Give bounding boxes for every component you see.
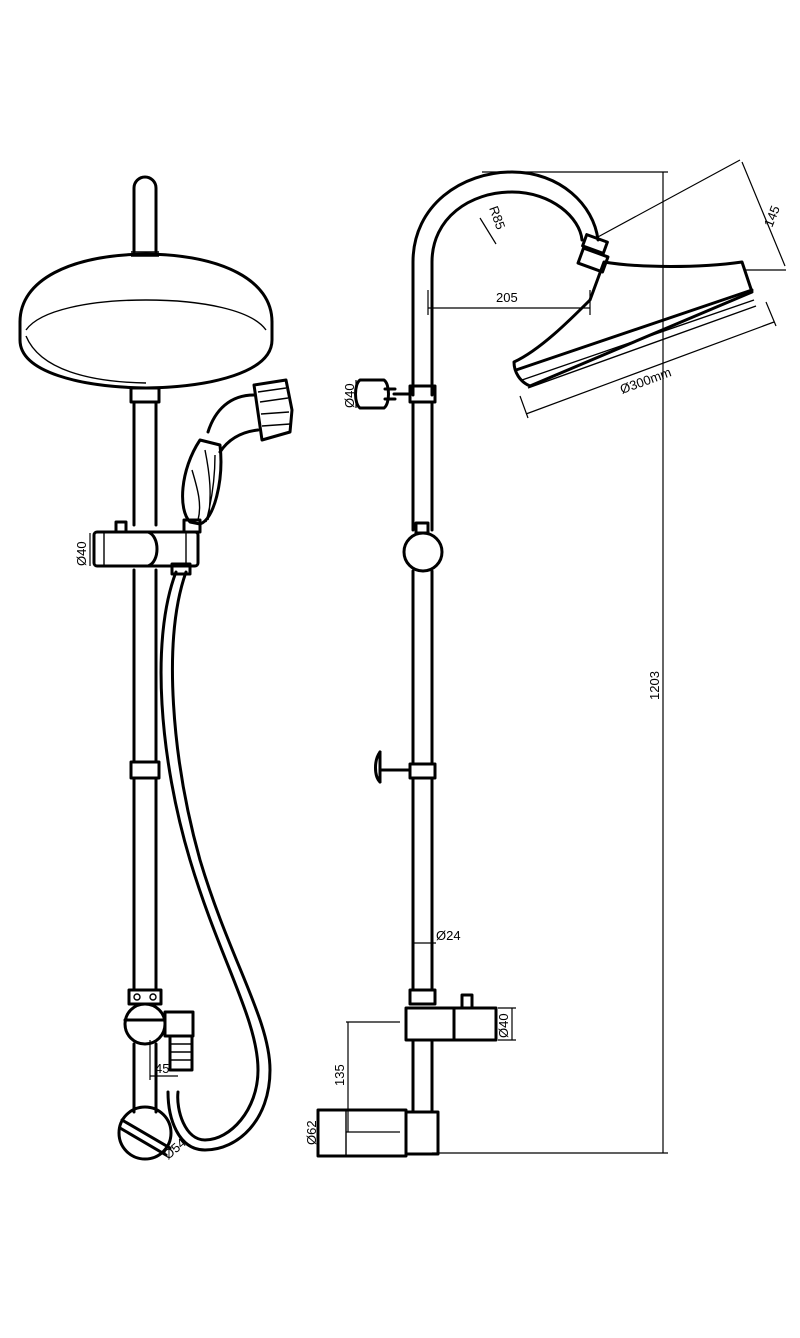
- side-inlet-dia-label: Ø62: [304, 1120, 319, 1145]
- front-base-dia-label: Ø54: [160, 1135, 188, 1162]
- side-gooseneck-arm: [411, 170, 600, 397]
- side-inlet-height-label: 135: [332, 1064, 347, 1086]
- front-slider-dia-label: Ø40: [74, 541, 89, 566]
- front-valve-offset-label: 45: [155, 1061, 169, 1076]
- front-top-riser: [132, 175, 158, 254]
- side-arm-reach-label: 205: [496, 290, 518, 305]
- side-pipe-dia-label: Ø24: [436, 928, 461, 943]
- side-upper-knob: [354, 378, 437, 410]
- side-total-height-label: 1203: [647, 671, 662, 700]
- front-rain-head: [18, 252, 274, 390]
- side-lower-knob: [374, 750, 412, 784]
- side-valve-dia-label: Ø40: [342, 383, 357, 408]
- front-base-flange: [117, 1105, 173, 1161]
- side-inlet-elbow: [316, 1108, 440, 1158]
- side-riser: [402, 400, 444, 992]
- front-slider-bracket: [92, 520, 200, 568]
- side-view: R85 205 145 Ø300mm 12: [304, 159, 786, 1158]
- front-riser-rail: [129, 386, 161, 992]
- front-hose: [159, 562, 272, 1152]
- side-head-drop-label: 145: [761, 203, 783, 229]
- side-rain-head: [512, 260, 757, 389]
- front-view: Ø40: [18, 175, 294, 1162]
- side-arm-radius-label: R85: [486, 204, 508, 232]
- side-head-connector: [576, 233, 610, 274]
- side-outlet-valve: [404, 988, 498, 1114]
- side-outlet-dia-label: Ø40: [496, 1013, 511, 1038]
- front-hand-shower: [181, 378, 294, 534]
- front-valve-body: [123, 988, 195, 1114]
